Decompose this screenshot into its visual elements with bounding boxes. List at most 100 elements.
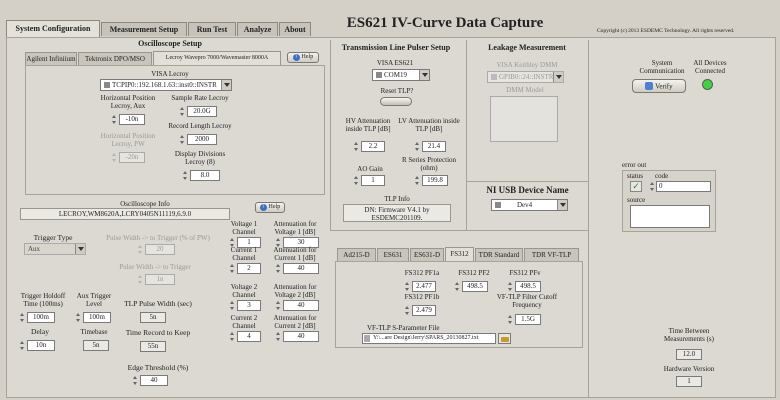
tab-es631[interactable]: ES631 — [377, 248, 409, 261]
attenuation-input[interactable]: 30 — [283, 237, 319, 248]
browse-folder-icon[interactable] — [498, 333, 511, 344]
r-series-input[interactable]: 199.8 — [422, 175, 448, 186]
hpos-pw-spinner[interactable] — [112, 152, 117, 163]
record-length-input[interactable]: 2000 — [187, 134, 217, 145]
channel-spinner[interactable] — [230, 300, 235, 311]
trigger-holdoff-label: Trigger Holdoff Time (100ms) — [20, 292, 66, 308]
tab-lecroy-wavepro[interactable]: Lecroy Wavepro 7000/Wavemaster 8000A — [153, 51, 281, 65]
vf-tlp-cutoff-input[interactable]: 1.5G — [515, 314, 541, 325]
delay-input[interactable]: 10n — [27, 340, 55, 351]
visa-keithley-label: VISA Keithley DMM — [496, 61, 558, 69]
pw-trigger-percent-spinner[interactable] — [138, 244, 143, 255]
pw-to-trigger-label: Pulse Width -> to Trigger — [119, 263, 191, 271]
edge-threshold-input[interactable]: 40 — [140, 375, 168, 386]
channel-input[interactable]: 1 — [237, 237, 261, 248]
fs312-pfv-spinner[interactable] — [508, 281, 513, 292]
attenuation-input[interactable]: 40 — [283, 263, 319, 274]
trigger-holdoff-input[interactable]: 100m — [27, 312, 55, 323]
error-code-input[interactable]: 0 — [656, 181, 711, 192]
oscilloscope-info-field: LECROY,WM8620A,LCRY0405N11119,6.9.0 — [20, 208, 230, 220]
hpos-pw-input[interactable]: -20n — [119, 152, 145, 163]
reset-tlp-toggle[interactable] — [380, 97, 412, 106]
attenuation-label: Attenuation for Current 1 [dB] — [273, 246, 317, 262]
attenuation-input[interactable]: 40 — [283, 300, 319, 311]
aux-trigger-level-spinner[interactable] — [76, 312, 81, 323]
attenuation-spinner[interactable] — [276, 263, 281, 274]
tab-agilent-infiniium[interactable]: Agilent Infiniium — [25, 52, 77, 65]
pw-trigger-percent-label: Pulse Width -> to Trigger (% of PW) — [106, 234, 210, 242]
attenuation-spinner[interactable] — [276, 331, 281, 342]
time-record-field: 55n — [140, 341, 166, 352]
ao-gain-input[interactable]: 1 — [361, 175, 385, 186]
lv-attenuation-spinner[interactable] — [415, 141, 420, 152]
tab-analyze[interactable]: Analyze — [237, 22, 278, 36]
channel-input[interactable]: 2 — [237, 263, 261, 274]
sample-rate-input[interactable]: 20.0G — [187, 106, 217, 117]
leakage-title: Leakage Measurement — [488, 43, 566, 52]
visa-es621-select[interactable]: COM19 — [372, 69, 430, 81]
sparam-file-path[interactable]: Y:\...are Design\Jerry\SPARS_20130827.tx… — [362, 333, 496, 344]
fs312-pf1a-input[interactable]: 2.477 — [412, 281, 436, 292]
fs312-pf1b-input[interactable]: 2.479 — [412, 305, 436, 316]
pw-trigger-percent-input[interactable]: 20 — [145, 244, 175, 255]
lv-attenuation-input[interactable]: 21.4 — [422, 141, 446, 152]
delay-spinner[interactable] — [20, 340, 25, 351]
channel-input[interactable]: 3 — [237, 300, 261, 311]
tab-system-configuration[interactable]: System Configuration — [6, 20, 100, 37]
fs312-pf1b-spinner[interactable] — [405, 305, 410, 316]
fs312-pf2-spinner[interactable] — [455, 281, 460, 292]
hv-attenuation-spinner[interactable] — [354, 141, 359, 152]
fs312-pfv-input[interactable]: 498.5 — [515, 281, 541, 292]
r-series-spinner[interactable] — [415, 175, 420, 186]
trigger-type-select[interactable]: Aux — [24, 243, 86, 255]
channel-spinner[interactable] — [230, 237, 235, 248]
tab-es631-d[interactable]: ES631-D — [410, 248, 444, 261]
oscilloscope-info-help-button[interactable]: ? Help — [255, 202, 285, 213]
tab-tdr-vf-tlp[interactable]: TDR VF-TLP — [524, 248, 579, 261]
attenuation-spinner[interactable] — [276, 237, 281, 248]
display-divisions-input[interactable]: 8.0 — [190, 170, 220, 181]
verify-button[interactable]: Verify — [632, 79, 686, 93]
path-icon — [364, 335, 370, 342]
error-code-spinner[interactable] — [650, 181, 655, 192]
ao-gain-spinner[interactable] — [354, 175, 359, 186]
tab-tektronix-dpo-mso[interactable]: Tektronix DPO/MSO — [78, 52, 152, 65]
error-code-label: code — [655, 172, 669, 180]
hv-attenuation-input[interactable]: 2.2 — [361, 141, 385, 152]
tlp-info-field: DN: Firmware V4.1 by ESDEMC201109. — [343, 204, 451, 222]
tab-measurement-setup[interactable]: Measurement Setup — [101, 22, 187, 36]
tab-about[interactable]: About — [279, 22, 311, 36]
aux-trigger-level-input[interactable]: 100m — [83, 312, 111, 323]
tab-fs312[interactable]: FS312 — [445, 247, 474, 261]
channel-spinner[interactable] — [230, 331, 235, 342]
attenuation-spinner[interactable] — [276, 300, 281, 311]
attenuation-input[interactable]: 40 — [283, 331, 319, 342]
chevron-down-icon — [553, 72, 563, 82]
oscilloscope-help-button[interactable]: ? Help — [287, 52, 319, 63]
hpos-aux-spinner[interactable] — [112, 114, 117, 125]
error-out-label: error out — [622, 161, 647, 169]
display-divisions-spinner[interactable] — [183, 170, 188, 181]
attenuation-label: Attenuation for Current 2 [dB] — [273, 314, 317, 330]
ni-usb-select[interactable]: Dev4 — [491, 199, 568, 211]
pw-to-trigger-input[interactable]: 1n — [145, 274, 175, 285]
pw-to-trigger-spinner[interactable] — [138, 274, 143, 285]
trigger-holdoff-spinner[interactable] — [20, 312, 25, 323]
tab-ad215-d[interactable]: Ad215-D — [337, 248, 376, 261]
dmm-model-field — [490, 96, 558, 142]
vf-tlp-cutoff-spinner[interactable] — [508, 314, 513, 325]
visa-keithley-select[interactable]: GPIB0::24::INSTR — [487, 71, 564, 83]
chevron-down-icon — [221, 80, 231, 90]
record-length-spinner[interactable] — [180, 134, 185, 145]
tab-run-test[interactable]: Run Test — [188, 22, 236, 36]
visa-lecroy-select[interactable]: TCPIP0::192.168.1.63::inst0::INSTR — [100, 79, 232, 91]
tab-tdr-standard[interactable]: TDR Standard — [475, 248, 523, 261]
fs312-pf2-input[interactable]: 498.5 — [462, 281, 488, 292]
fs312-pf1a-spinner[interactable] — [405, 281, 410, 292]
channel-input[interactable]: 4 — [237, 331, 261, 342]
edge-threshold-spinner[interactable] — [133, 375, 138, 386]
hpos-aux-input[interactable]: -10n — [119, 114, 145, 125]
channel-spinner[interactable] — [230, 263, 235, 274]
sample-rate-spinner[interactable] — [180, 106, 185, 117]
connected-led-icon — [702, 79, 713, 90]
